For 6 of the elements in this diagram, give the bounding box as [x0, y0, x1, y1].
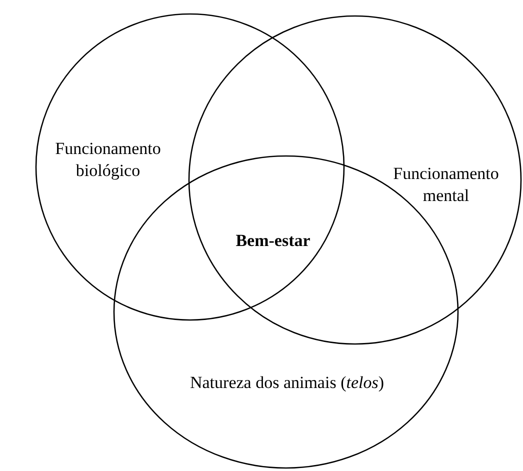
intersection-label: Bem-estar — [236, 231, 310, 251]
circle-label: Funcionamento biológico — [54, 138, 162, 182]
circle-label: Funcionamento mental — [392, 163, 500, 207]
circle-label: Natureza dos animais (telos) — [188, 372, 386, 394]
venn-circle — [35, 13, 345, 321]
venn-circle — [188, 15, 522, 345]
